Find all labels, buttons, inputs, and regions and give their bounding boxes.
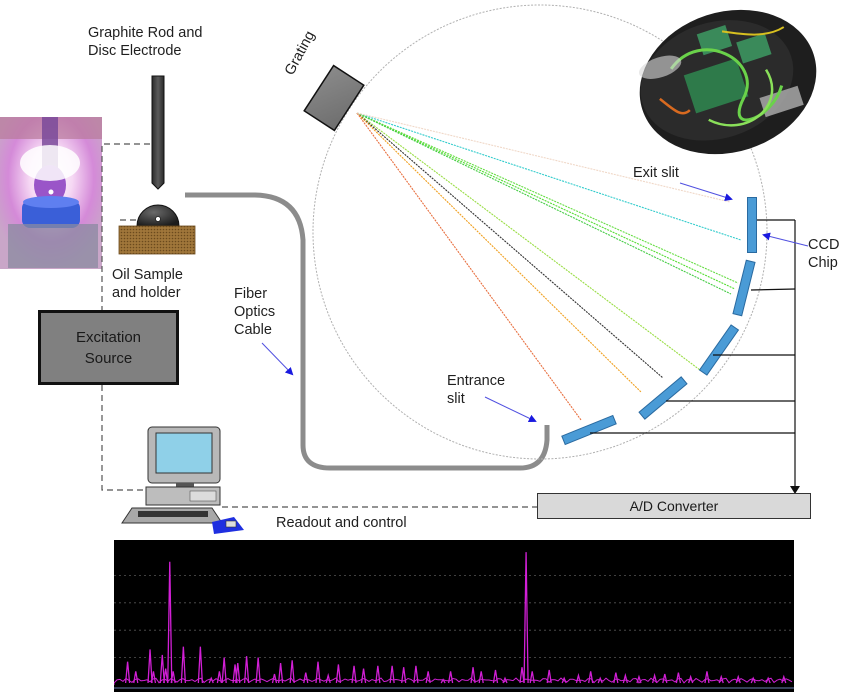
oil-sample-label: Oil Sample and holder [112, 267, 183, 301]
spectrum-peak [375, 665, 381, 684]
fiber-optics-cable [185, 192, 550, 471]
diffracted-ray [356, 112, 731, 203]
spectrum-peak [255, 657, 261, 684]
spectrum-peak [351, 665, 357, 684]
diffracted-ray [356, 112, 739, 284]
spectrometer-electronics-photo [638, 9, 817, 155]
ccd-chip [698, 324, 740, 376]
spectrum-peak [704, 671, 710, 684]
spectrum-peak [413, 665, 419, 684]
diffracted-ray [356, 112, 732, 295]
spectrum-peak [750, 676, 756, 684]
electrode-label: Graphite Rod and Disc Electrode [88, 25, 203, 59]
grating [303, 64, 365, 132]
diffracted-ray [356, 112, 642, 393]
disc-electrode [136, 204, 180, 227]
readout-control-label: Readout and control [276, 515, 407, 531]
spectrum-peak [277, 663, 284, 684]
spectrum-peak [133, 671, 139, 684]
spectrum-peak [163, 668, 169, 684]
excitation-source-box: Excitation Source [38, 310, 179, 385]
spectrum-peak [575, 672, 582, 684]
electrical-connections [101, 143, 537, 508]
spectrum-peak [243, 656, 250, 684]
spectrum-peak [546, 669, 552, 684]
spectrum-peak [221, 657, 227, 684]
diffracted-ray [356, 112, 582, 421]
spectrum-peak [636, 674, 642, 684]
spectrum-plot [113, 552, 794, 689]
diffracted-rays [356, 112, 742, 421]
spectrum-peak [502, 676, 508, 684]
graphite-rod [151, 75, 165, 190]
ad-input-arrow-icon [790, 486, 800, 494]
spectrum-peak [492, 669, 499, 684]
spectrum-peak [150, 671, 157, 684]
spectrum-peak [303, 672, 309, 684]
oil-sample-holder [118, 225, 196, 255]
spectrum-peak [588, 671, 594, 684]
spectrum-peak [401, 667, 407, 684]
spectrum-peak [360, 668, 367, 684]
spectrum-peak [335, 664, 342, 684]
spectrum-peak [425, 671, 431, 684]
ad-converter-box: A/D Converter [537, 493, 811, 519]
ccd-chip-label: CCD Chip [808, 237, 840, 271]
ccd-chip [732, 259, 756, 317]
fiber-optics-label: Fiber Optics Cable [234, 286, 276, 338]
spectrum-peak [519, 667, 525, 684]
diffracted-ray [356, 112, 701, 371]
spectrum-peak [216, 671, 223, 684]
spectrum-peak [289, 660, 295, 684]
spectrum-peak [622, 672, 628, 684]
ccd-chip [638, 376, 688, 420]
spectrum-peak [197, 646, 204, 684]
spectrum-peak [478, 671, 484, 684]
ccd-chip [561, 414, 617, 446]
spectrum-peak [651, 672, 658, 684]
spectrum-peak [389, 665, 395, 684]
ccd-detector-array [561, 197, 757, 446]
emission-spectrum-chart [113, 540, 794, 692]
spectrum-peak [208, 676, 214, 684]
spectrum-peak [271, 673, 278, 684]
spectrum-peak [613, 672, 619, 684]
callout-arrows [261, 182, 809, 423]
spectrum-peak [597, 676, 603, 684]
spectrum-peak [124, 661, 131, 684]
exit-slit-label: Exit slit [633, 165, 679, 181]
spectrum-peak [735, 674, 741, 684]
ccd-chip [747, 197, 757, 253]
diffracted-ray [356, 112, 742, 241]
spectrum-peak [235, 663, 241, 684]
spectrum-peak [529, 671, 535, 684]
spectrum-peak [470, 667, 476, 684]
spectrum-peak [718, 674, 724, 684]
entrance-slit-label: Entrance slit [447, 373, 506, 407]
spectrum-peak [440, 678, 446, 684]
spectrum-peak [325, 672, 331, 684]
spectrum-peak [561, 676, 567, 684]
spectrum-peak [170, 671, 176, 684]
spectrum-peak [688, 674, 694, 684]
spectrum-peak [523, 552, 529, 684]
spectrum-peak [675, 672, 682, 684]
spectrum-peak [781, 674, 787, 684]
detector-wiring [590, 219, 796, 486]
spectrum-peak [180, 646, 187, 684]
diffracted-ray [356, 112, 736, 290]
spark-discharge-photo [0, 117, 102, 269]
spectrum-peak [447, 671, 454, 684]
spectrum-peak [662, 673, 668, 684]
spectrum-peak [159, 654, 165, 684]
rowland-circle [312, 4, 768, 460]
computer-icon [121, 426, 244, 534]
spectrum-peak [315, 661, 321, 684]
spectrum-peak [147, 649, 153, 684]
spectrum-peak [167, 561, 173, 684]
diffracted-ray [356, 112, 664, 379]
spectrum-peak [765, 676, 771, 684]
